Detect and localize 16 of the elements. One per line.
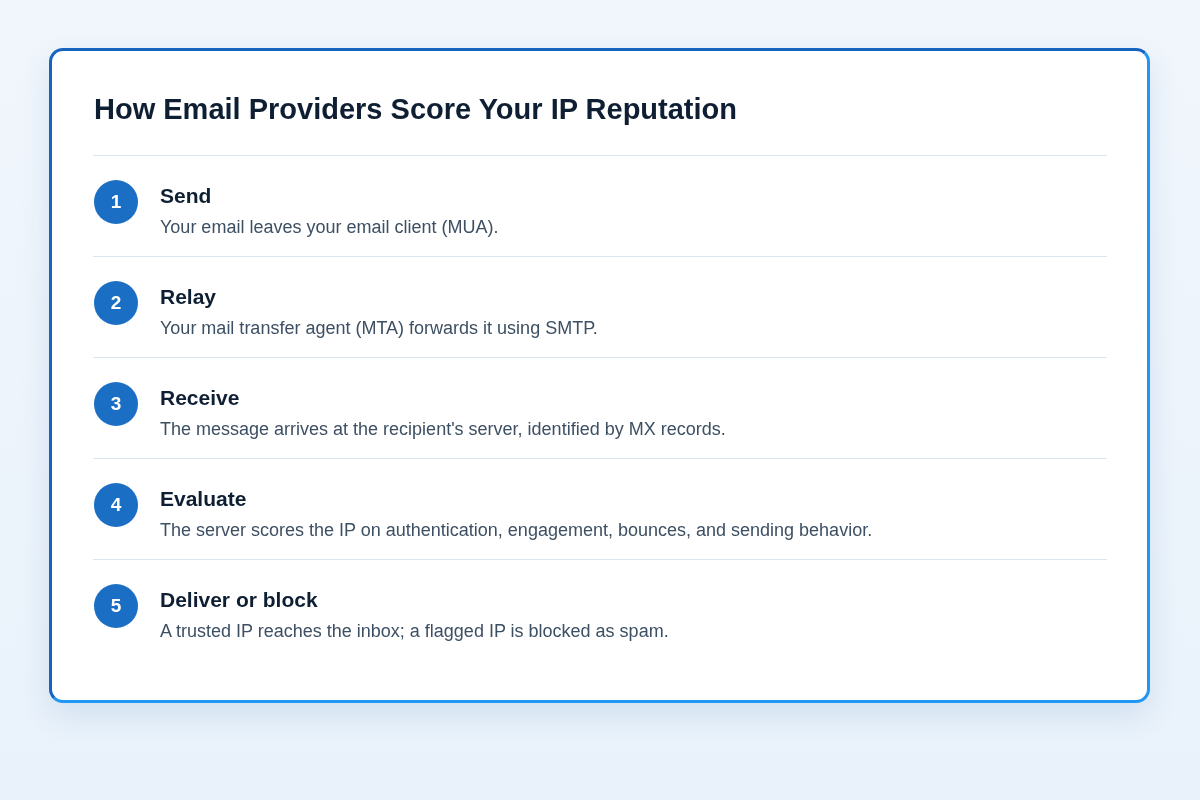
step-heading: Receive (160, 386, 240, 410)
step-number-circle: 1 (94, 180, 138, 224)
step-description: Your email leaves your email client (MUA). (160, 217, 499, 238)
step-number-circle: 3 (94, 382, 138, 426)
step-description: The server scores the IP on authentication, engagement, bounces, and sending behavior. (160, 520, 873, 541)
step-heading: Deliver or block (160, 588, 318, 612)
step-number-circle: 5 (94, 584, 138, 628)
diagram-title: How Email Providers Score Your IP Reputation (94, 93, 737, 126)
step-description: The message arrives at the recipient's server, identified by MX records. (160, 419, 726, 440)
step-heading: Evaluate (160, 487, 247, 511)
step-heading: Send (160, 184, 212, 208)
step-description: A trusted IP reaches the inbox; a flagged IP is blocked as spam. (160, 621, 669, 642)
step-description: Your mail transfer agent (MTA) forwards it using SMTP. (160, 318, 598, 339)
step-number-circle: 2 (94, 281, 138, 325)
step-heading: Relay (160, 285, 217, 309)
step-number-circle: 4 (94, 483, 138, 527)
